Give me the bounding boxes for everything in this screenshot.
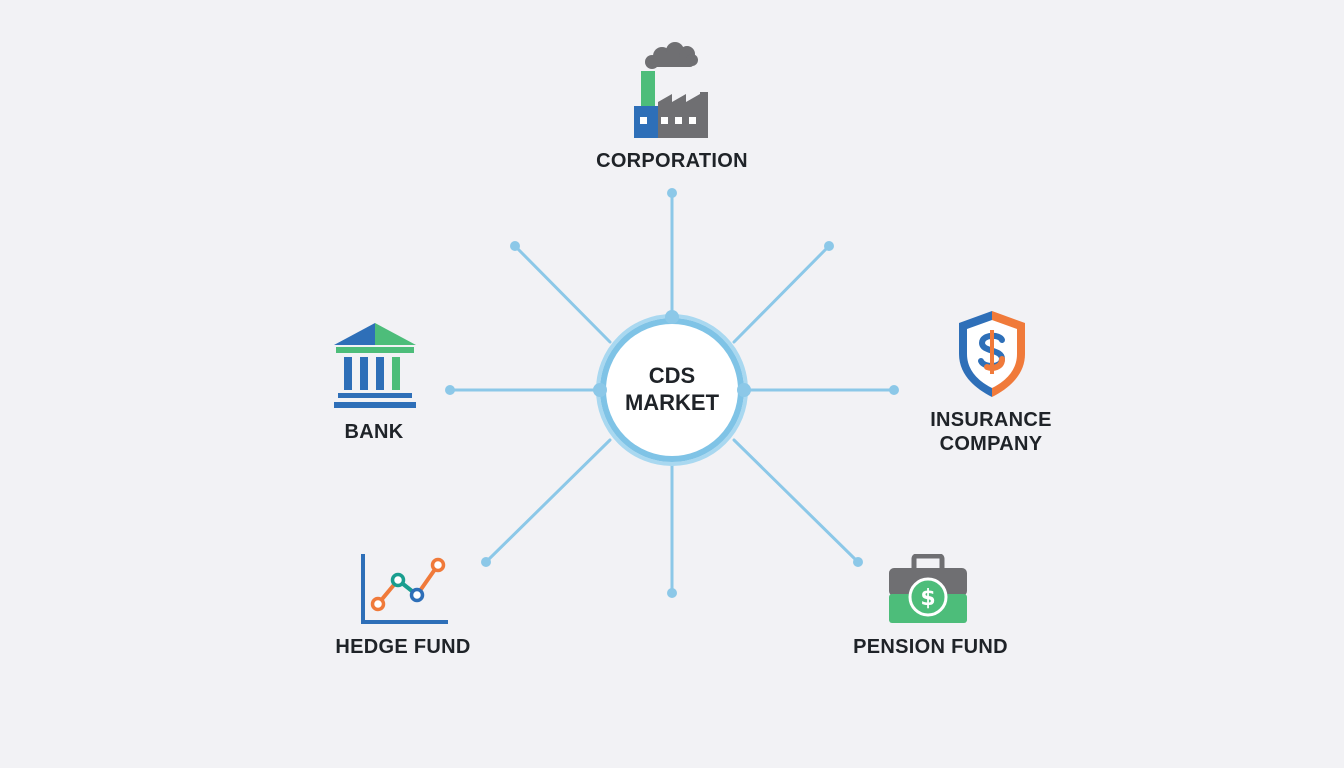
spoke-end-dot bbox=[667, 188, 677, 198]
spoke-top-left bbox=[513, 244, 612, 344]
shield-dollar-icon bbox=[954, 308, 1030, 405]
bank-label: BANK bbox=[344, 421, 404, 443]
briefcase-dollar-icon: $ bbox=[886, 553, 970, 631]
hub-junction-dot bbox=[593, 383, 607, 397]
spoke-end-dot bbox=[853, 557, 863, 567]
spoke-end-dot bbox=[889, 385, 899, 395]
spoke-top-right bbox=[732, 244, 831, 344]
spoke-end-dot bbox=[510, 241, 520, 251]
pension-fund-label: PENSION FUND bbox=[853, 636, 1008, 658]
spoke-end-dot bbox=[667, 588, 677, 598]
insurance-label-line-2: COMPANY bbox=[939, 433, 1043, 455]
hedge-fund-label: HEDGE FUND bbox=[335, 636, 471, 658]
line-chart-icon bbox=[358, 552, 450, 631]
hub-junction-dot bbox=[665, 310, 679, 324]
corporation-label: CORPORATION bbox=[596, 150, 748, 172]
hub-label: CDS MARKET bbox=[608, 362, 736, 416]
bank-building-icon bbox=[332, 322, 418, 415]
spoke-end-dot bbox=[445, 385, 455, 395]
hub-label-line-2: MARKET bbox=[624, 390, 720, 415]
hub-junction-dot bbox=[737, 383, 751, 397]
spoke-end-dot bbox=[481, 557, 491, 567]
spoke-bottom-right bbox=[732, 438, 860, 564]
hub-label-line-1: CDS bbox=[648, 363, 696, 388]
svg-text:$: $ bbox=[920, 586, 935, 611]
spoke-end-dot bbox=[824, 241, 834, 251]
factory-icon bbox=[630, 40, 714, 145]
insurance-label-line-1: INSURANCE bbox=[930, 409, 1052, 431]
spoke-bottom-left bbox=[484, 438, 612, 564]
insurance-company-label: INSURANCE COMPANY bbox=[906, 408, 1076, 456]
